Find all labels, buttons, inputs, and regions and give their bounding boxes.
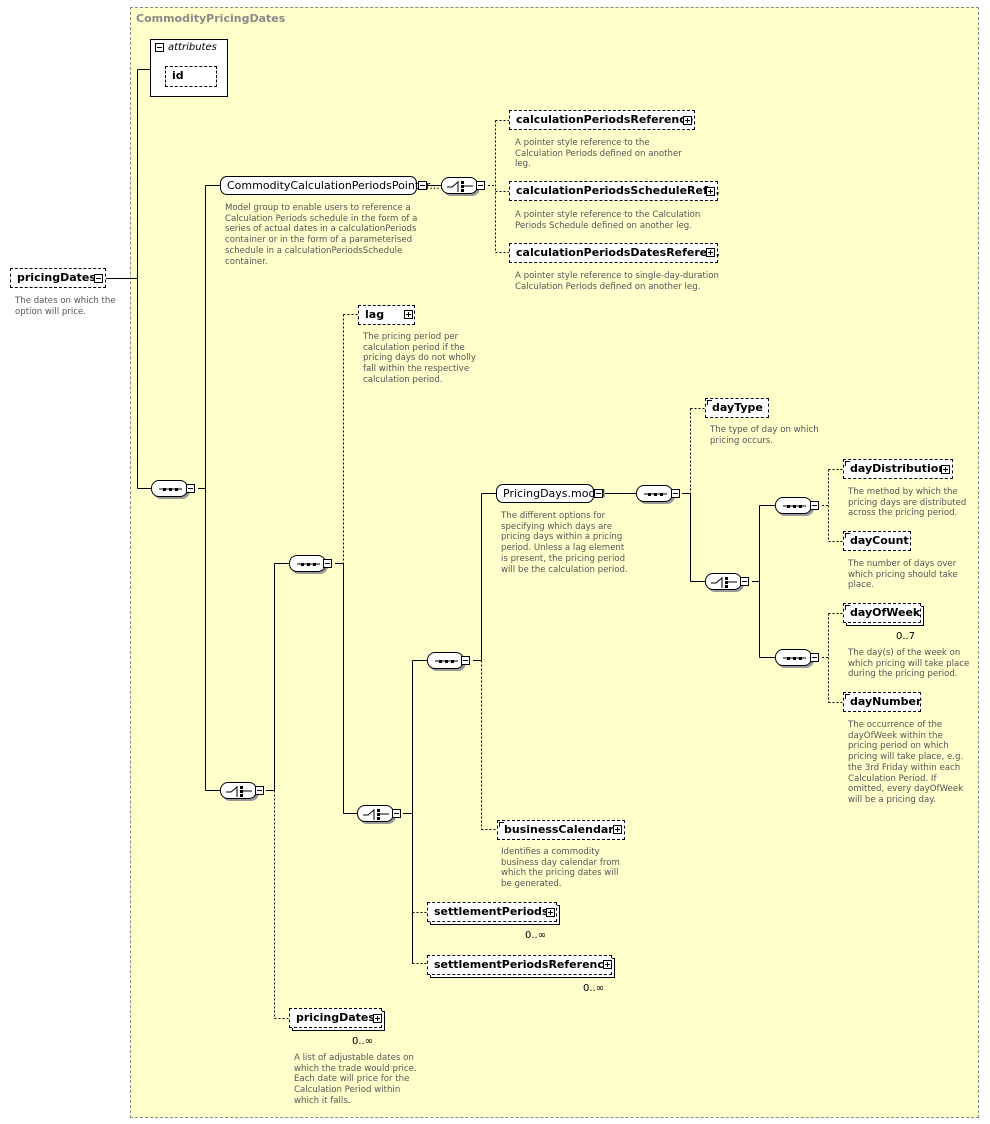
- expand-icon[interactable]: [706, 248, 715, 257]
- expand-icon[interactable]: [683, 116, 692, 125]
- attribute-id[interactable]: id: [165, 66, 217, 87]
- element-label: dayNumber: [850, 695, 922, 708]
- attribute-id-label: id: [172, 69, 184, 82]
- group-commodity-calculation-periods-pointer[interactable]: CommodityCalculationPeriodsPointer....: [220, 176, 443, 195]
- element-label: businessCalendar: [504, 823, 614, 836]
- sequence-compositor[interactable]: [289, 555, 326, 572]
- sequence-compositor[interactable]: [775, 497, 812, 514]
- element-label: calculationPeriodsReference: [516, 113, 694, 126]
- element-pricingDates-list[interactable]: pricingDates: [289, 1008, 382, 1028]
- expand-icon[interactable]: [613, 825, 622, 834]
- expand-icon[interactable]: [373, 1014, 382, 1023]
- collapse-icon[interactable]: [594, 489, 603, 498]
- collapse-icon[interactable]: [476, 181, 485, 190]
- collapse-icon[interactable]: [810, 653, 819, 662]
- element-label: dayOfWeek: [850, 606, 921, 619]
- element-label: settlementPeriods: [434, 905, 549, 918]
- choice-compositor[interactable]: [441, 177, 478, 194]
- element-dayNumber[interactable]: dayNumber: [843, 692, 921, 712]
- attributes-label: attributes: [168, 42, 217, 53]
- sequence-compositor[interactable]: [151, 480, 188, 497]
- element-label: dayCount: [850, 534, 909, 547]
- sequence-compositor[interactable]: [427, 652, 464, 669]
- collapse-icon[interactable]: [671, 489, 680, 498]
- collapse-icon[interactable]: [740, 577, 749, 586]
- sequence-compositor[interactable]: [775, 649, 812, 666]
- expand-icon[interactable]: [603, 960, 612, 969]
- group-pricing-days-model[interactable]: PricingDays.model: [496, 484, 605, 503]
- choice-compositor[interactable]: [705, 573, 742, 590]
- attributes-collapse-icon[interactable]: [155, 43, 164, 52]
- element-calculationPeriodsDatesReference[interactable]: calculationPeriodsDatesRefere...: [509, 243, 720, 263]
- calc-sched-description: A pointer style reference to the Calcula…: [515, 210, 701, 231]
- group-label: PricingDays.model: [503, 487, 606, 500]
- element-label: settlementPeriodsReference: [434, 958, 612, 971]
- element-lag[interactable]: lag: [358, 305, 415, 325]
- element-dayCount[interactable]: dayCount: [843, 531, 911, 551]
- calc-group-description: Model group to enable users to reference…: [225, 203, 418, 267]
- element-label: pricingDates: [17, 271, 96, 284]
- element-dayOfWeek[interactable]: dayOfWeek: [843, 603, 921, 623]
- expand-icon[interactable]: [404, 310, 413, 319]
- expand-icon[interactable]: [546, 908, 555, 917]
- element-label: dayType: [712, 401, 763, 414]
- expand-icon[interactable]: [706, 187, 715, 196]
- element-pricingDates-root[interactable]: pricingDates: [10, 268, 106, 288]
- collapse-icon[interactable]: [323, 559, 332, 568]
- cardinality: 0..∞: [352, 1036, 374, 1047]
- complex-type-title: CommodityPricingDates: [136, 12, 286, 25]
- cardinality: 0..7: [896, 631, 916, 642]
- element-settlementPeriodsReference[interactable]: settlementPeriodsReference: [427, 955, 612, 975]
- choice-compositor[interactable]: [357, 805, 394, 822]
- element-settlementPeriods[interactable]: settlementPeriods: [427, 902, 557, 922]
- element-label: lag: [365, 308, 385, 321]
- collapse-icon[interactable]: [810, 501, 819, 510]
- group-label: CommodityCalculationPeriodsPointer....: [227, 179, 444, 192]
- element-calculationPeriodsScheduleReference[interactable]: calculationPeriodsScheduleRef...: [509, 181, 720, 201]
- collapse-icon[interactable]: [461, 656, 470, 665]
- element-calculationPeriodsReference[interactable]: calculationPeriodsReference: [509, 110, 695, 130]
- element-dayDistribution[interactable]: dayDistribution: [843, 459, 953, 479]
- collapse-icon[interactable]: [255, 786, 264, 795]
- choice-compositor[interactable]: [220, 782, 257, 799]
- collapse-icon[interactable]: [418, 181, 427, 190]
- element-label: dayDistribution: [850, 462, 947, 475]
- element-label: pricingDates: [296, 1011, 375, 1024]
- sequence-compositor[interactable]: [636, 485, 673, 502]
- cardinality: 0..∞: [525, 930, 547, 941]
- element-label: calculationPeriodsScheduleRef...: [516, 184, 720, 197]
- element-businessCalendar[interactable]: businessCalendar: [497, 820, 625, 840]
- expand-icon[interactable]: [941, 465, 950, 474]
- collapse-icon[interactable]: [392, 809, 401, 818]
- element-label: calculationPeriodsDatesRefere...: [516, 246, 720, 259]
- collapse-icon[interactable]: [186, 484, 195, 493]
- element-dayType[interactable]: dayType: [705, 398, 769, 418]
- calc-dates-description: A pointer style reference to single-day-…: [515, 271, 720, 292]
- collapse-icon[interactable]: [94, 274, 103, 283]
- cardinality: 0..∞: [583, 983, 605, 994]
